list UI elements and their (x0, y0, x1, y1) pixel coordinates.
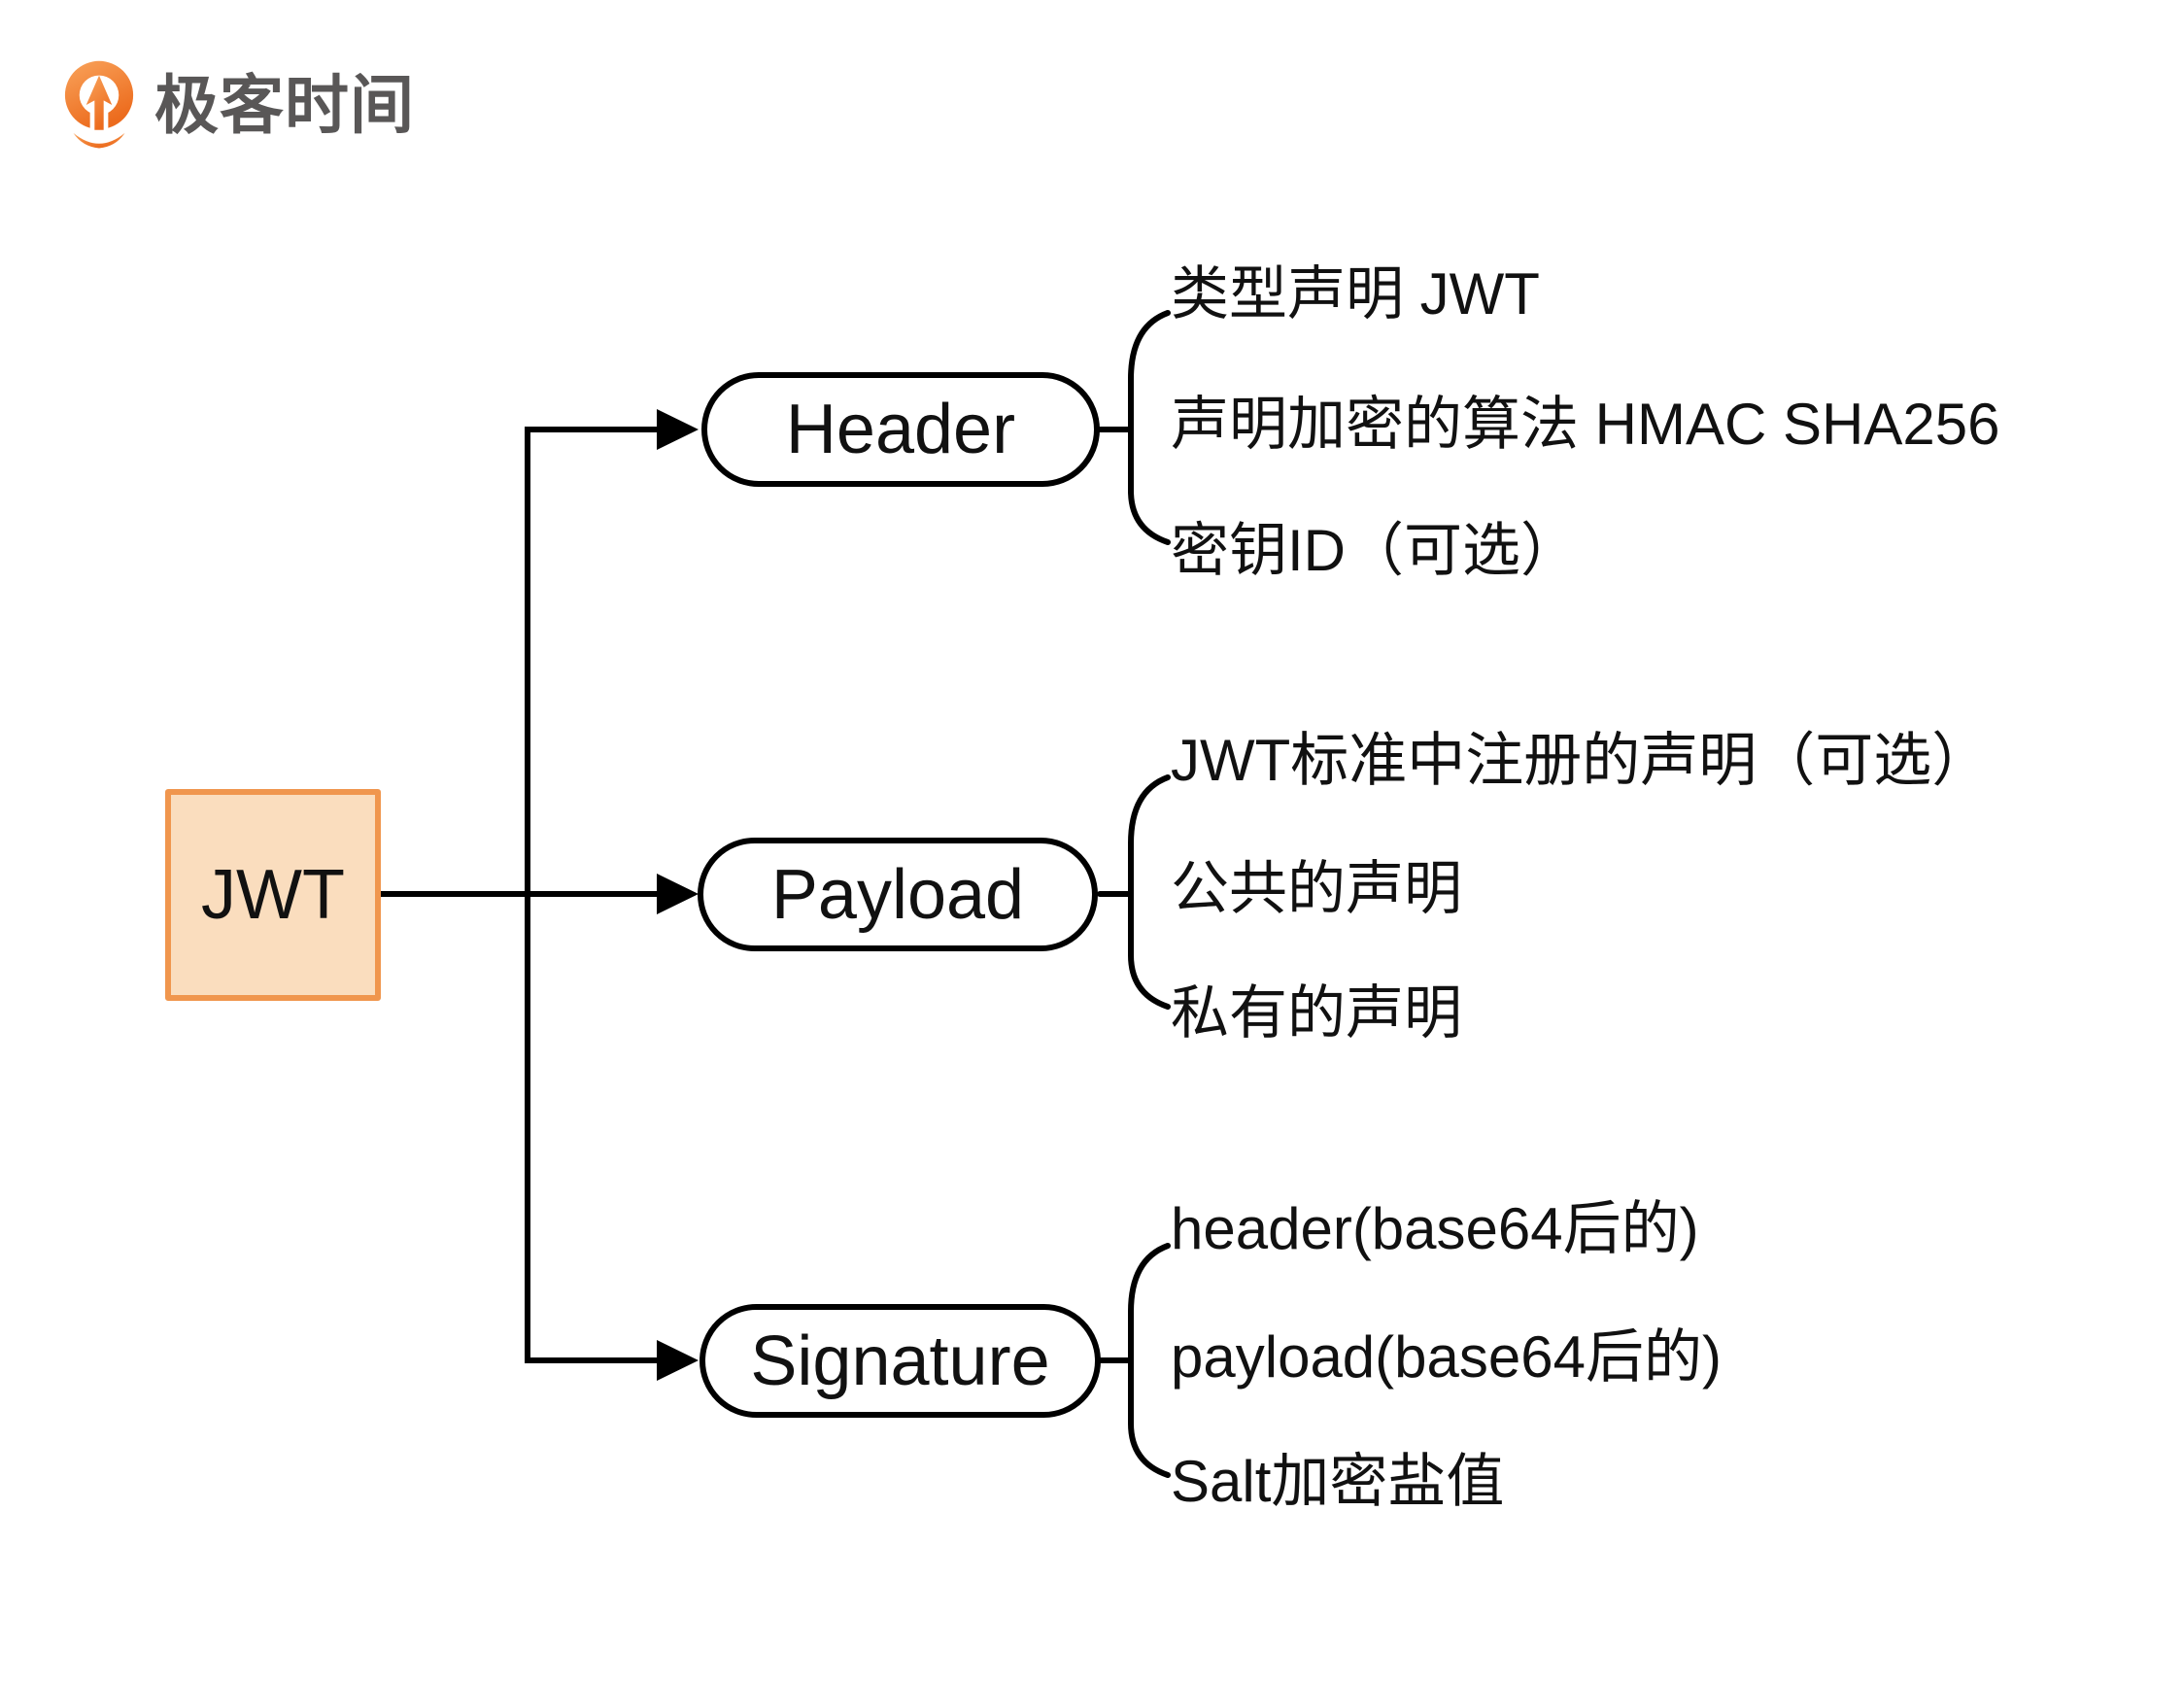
node-signature: Signature (700, 1304, 1101, 1418)
brace-signature (1097, 1243, 1171, 1478)
leaf-payload-registered: JWT标准中注册的声明（可选） (1171, 728, 1991, 793)
arrow-header-icon (657, 409, 699, 450)
arrow-payload-icon (657, 874, 699, 914)
arrow-signature-icon (657, 1340, 699, 1381)
geektime-logo: 极客时间 (61, 60, 415, 150)
leaf-header-key-id: 密钥ID（可选） (1171, 518, 1579, 583)
leaf-header-type: 类型声明 JWT (1171, 261, 1540, 326)
leaf-signature-salt: Salt加密盐值 (1171, 1449, 1505, 1514)
leaf-signature-header: header(base64后的) (1171, 1196, 1699, 1261)
jwt-root-node: JWT (165, 789, 381, 1001)
leaf-braces (1097, 310, 1171, 1478)
leaf-header-algorithm: 声明加密的算法 HMAC SHA256 (1171, 392, 2000, 457)
leaf-payload-public: 公共的声明 (1171, 856, 1462, 921)
node-header-label: Header (785, 391, 1016, 468)
leaf-signature-payload: payload(base64后的) (1171, 1324, 1722, 1390)
node-header: Header (701, 372, 1100, 487)
node-payload-label: Payload (770, 855, 1025, 934)
brace-header (1097, 310, 1171, 545)
geektime-logo-icon (64, 60, 134, 149)
brace-payload (1097, 774, 1171, 1010)
node-signature-label: Signature (750, 1322, 1050, 1400)
jwt-root-label: JWT (201, 856, 345, 934)
leaf-payload-private: 私有的声明 (1171, 980, 1462, 1046)
node-payload: Payload (698, 838, 1098, 951)
tree-trunk-lines (378, 427, 660, 1363)
arrowheads (657, 409, 699, 1381)
geektime-logo-text: 极客时间 (154, 69, 415, 141)
